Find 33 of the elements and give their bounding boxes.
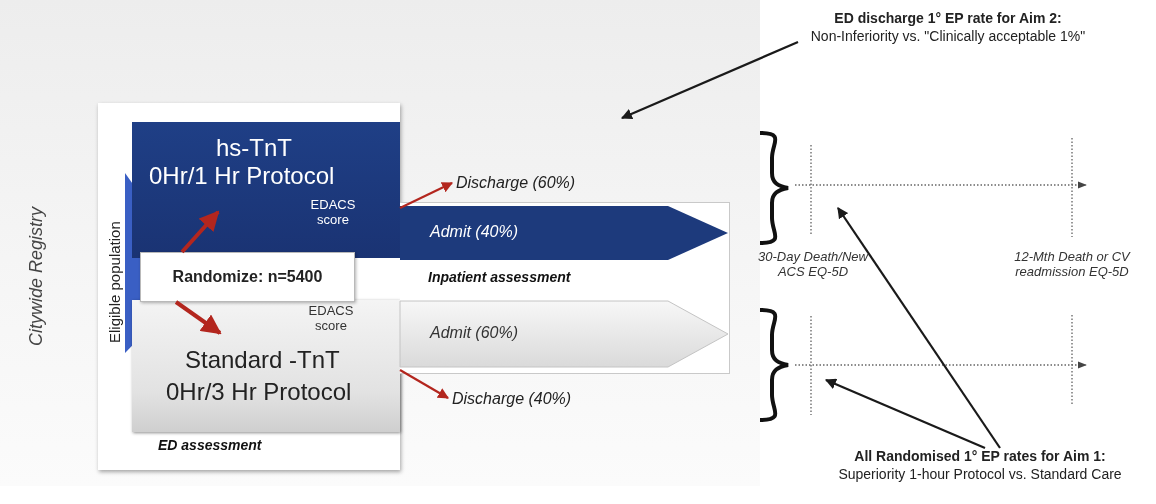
aim-description: Superiority 1-hour Protocol vs. Standard Care (838, 465, 1122, 483)
box-title: Standard -TnT (185, 346, 340, 374)
randomize-box (140, 252, 355, 302)
box-title: hs-TnT (216, 134, 292, 162)
arrow (399, 182, 453, 209)
protocol-box (132, 300, 400, 432)
box-subtitle: 0Hr/3 Hr Protocol (166, 378, 352, 406)
outcome-measure-label: 30-Day Death/New ACS EQ-5D (757, 250, 869, 280)
arrow (621, 41, 799, 120)
arrow-label: Admit (40%) (430, 223, 519, 242)
section-heading: ED assessment (158, 437, 262, 454)
panel-frame (98, 103, 400, 470)
arrow-label: Admit (60%) (430, 324, 519, 343)
protocol-box (132, 122, 400, 258)
score-label: EDACS score (309, 198, 357, 228)
arrow (837, 207, 1001, 449)
vertical-label: Citywide Registry (26, 206, 47, 346)
outcome-label: Discharge (60%) (456, 174, 576, 193)
vertical-label: Eligible population (106, 221, 123, 343)
arrow (399, 369, 449, 399)
arrow (180, 210, 220, 254)
panel-frame (400, 202, 730, 374)
outcome-label: Discharge (40%) (452, 390, 572, 409)
section-heading: Inpatient assessment (428, 269, 571, 286)
score-label: EDACS score (307, 304, 355, 334)
outcome-measure-label: 12-Mth Death or CV readmission EQ-5D (1013, 250, 1131, 280)
aim-description: Non-Inferiority vs. "Clinically acceptable 1%" (810, 27, 1086, 45)
aim-heading: All Randomised 1° EP rates for Aim 1: (854, 448, 1106, 466)
arrow (825, 378, 986, 449)
arrow (174, 300, 222, 335)
aim-heading: ED discharge 1° EP rate for Aim 2: (834, 10, 1062, 28)
randomize-label: Randomize: n=5400 (172, 267, 323, 287)
box-subtitle: 0Hr/1 Hr Protocol (149, 162, 335, 190)
